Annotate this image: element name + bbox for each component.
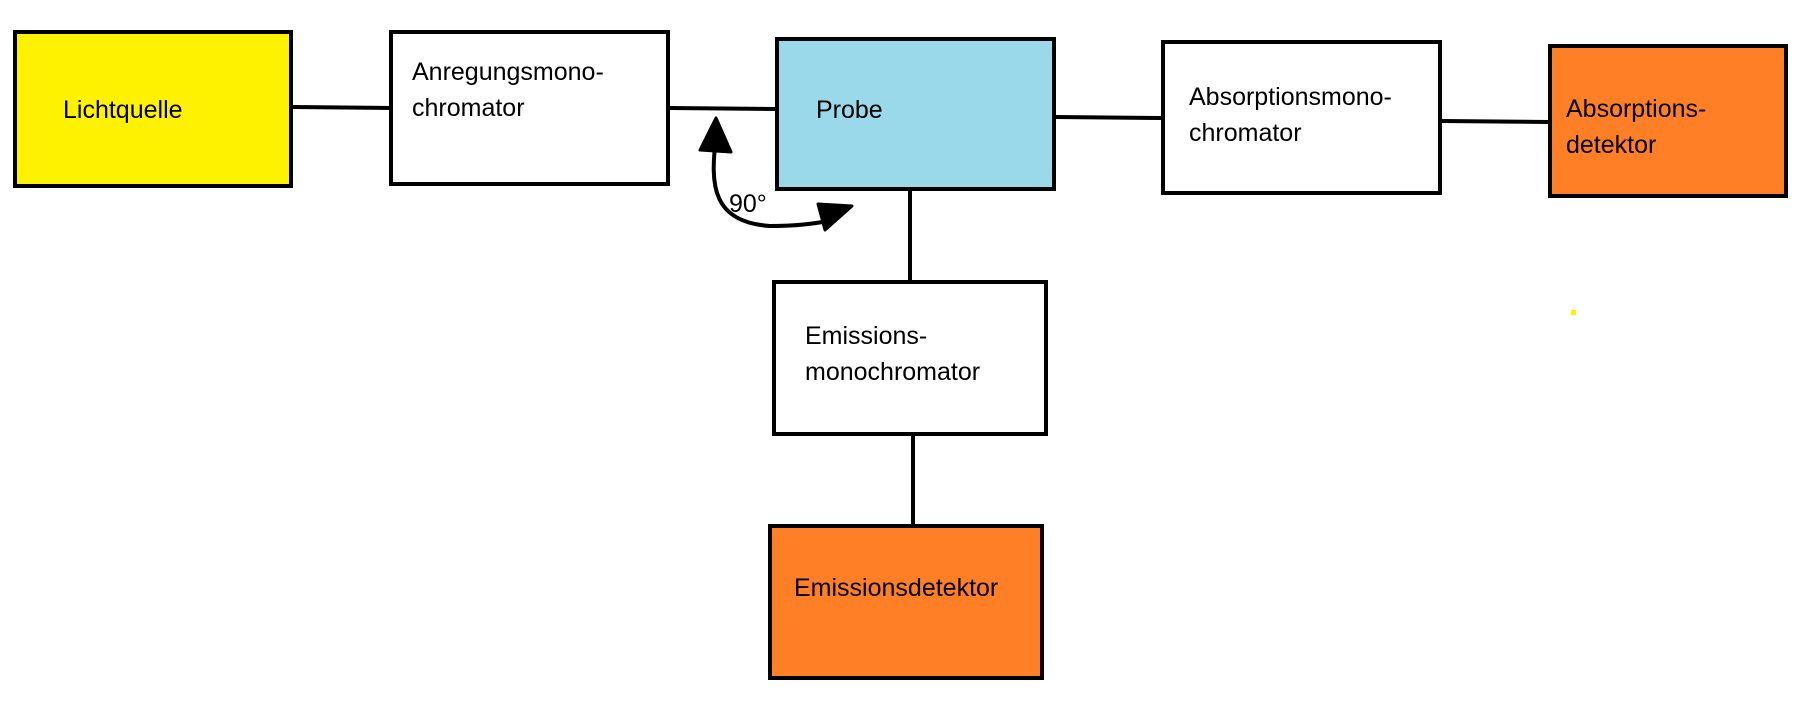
connector-excitation-mono-to-sample bbox=[669, 106, 776, 111]
sample-label: Probe bbox=[816, 96, 883, 124]
light-source-label: Lichtquelle bbox=[63, 96, 183, 124]
excitation-monochromator-box: Anregungsmono- chromator bbox=[389, 30, 670, 186]
absorption-monochromator-label: Absorptionsmono- chromator bbox=[1189, 83, 1392, 147]
arrowhead-up-icon bbox=[698, 116, 733, 154]
arrowhead-right-icon bbox=[816, 202, 854, 232]
angle-arrow bbox=[698, 116, 854, 232]
connector-source-to-excitation-mono bbox=[292, 105, 390, 110]
absorption-detector-label: Absorptions- detektor bbox=[1566, 95, 1707, 159]
emission-detector-label: Emissionsdetektor bbox=[794, 574, 999, 602]
emission-monochromator-label: Emissions- monochromator bbox=[805, 322, 981, 386]
emission-monochromator-box: Emissions- monochromator bbox=[772, 280, 1048, 436]
stray-yellow-dot bbox=[1571, 310, 1576, 315]
excitation-monochromator-label: Anregungsmono- chromator bbox=[412, 58, 604, 122]
connector-absorption-mono-to-detector bbox=[1441, 119, 1549, 124]
angle-label: 90° bbox=[729, 190, 767, 218]
absorption-monochromator-box: Absorptionsmono- chromator bbox=[1161, 40, 1442, 195]
light-source-box: Lichtquelle bbox=[13, 30, 293, 188]
connector-sample-to-absorption-mono bbox=[1055, 115, 1162, 120]
emission-detector-box: Emissionsdetektor bbox=[768, 524, 1044, 680]
sample-box: Probe bbox=[775, 37, 1056, 191]
absorption-detector-box: Absorptions- detektor bbox=[1548, 44, 1788, 198]
